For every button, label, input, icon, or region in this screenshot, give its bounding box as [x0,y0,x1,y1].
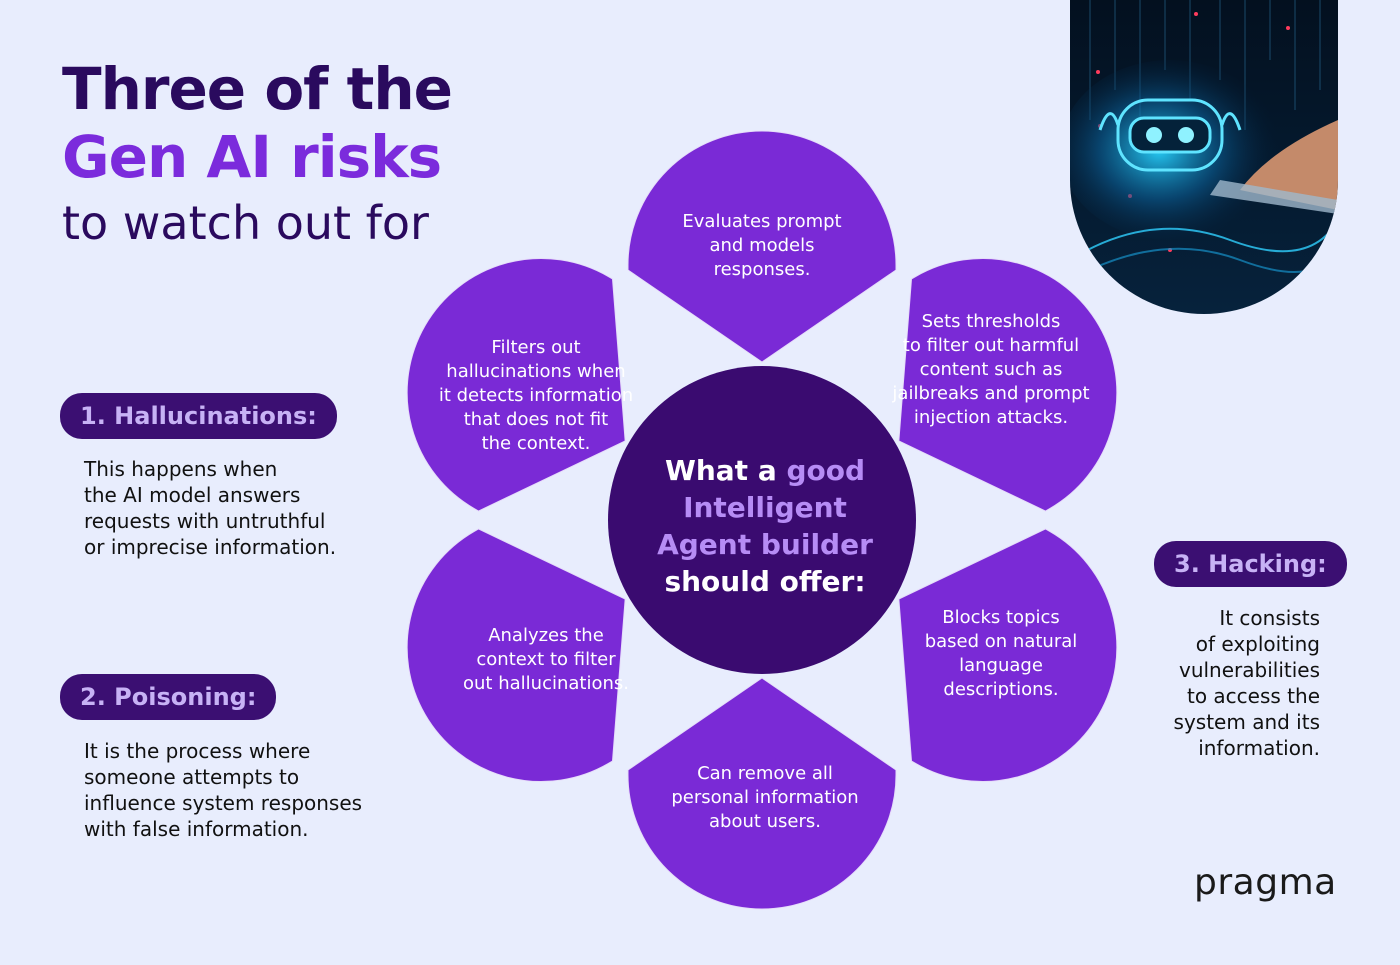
petal-text-thresholds: Sets thresholds to filter out harmful co… [892,311,1090,428]
pragma-logo: pragma [1194,862,1337,903]
title-line-3: to watch out for [62,196,429,250]
risk-description-hacking: It consists of exploiting vulnerabilitie… [1173,606,1320,760]
petal-bottom-right [898,528,1118,782]
petal-top-left [406,258,626,512]
risk-label-hallucinations: 1. Hallucinations: [60,393,337,439]
risk-description-poisoning: It is the process where someone attempts… [84,739,363,841]
center-text-part1: What a [664,454,787,487]
petal-text-analyzes-context: Analyzes the context to filter out hallu… [463,625,629,694]
petal-text-remove-personal-info: Can remove all personal information abou… [671,763,859,832]
title-line-2: Gen AI risks [62,123,442,191]
risk-label-hacking: 3. Hacking: [1154,541,1347,587]
risk-label-poisoning: 2. Poisoning: [60,674,277,720]
petal-text-evaluates: Evaluates prompt and models responses. [682,211,842,280]
center-text-part2: should offer: [664,565,866,598]
petal-bottom [627,677,897,910]
title-line-1: Three of the [62,55,453,123]
center-circle [608,366,916,674]
petal-text-filters-hallucinations: Filters out hallucinations when it detec… [438,337,634,454]
ai-robot-photo [1070,0,1338,314]
robot-illustration [1070,0,1338,314]
petal-text-blocks-topics: Blocks topics based on natural language … [924,607,1078,700]
risk-description-hallucinations: This happens when the AI model answers r… [84,457,337,559]
petal-top [627,130,897,363]
petal-bottom-left [406,528,626,782]
page-title: Three of the Gen AI risks to watch out f… [62,55,453,250]
center-text-highlight: good Intelligent Agent builder [657,454,873,561]
petal-top-right [898,258,1118,512]
center-heading: What a good Intelligent Agent builder sh… [640,452,890,600]
